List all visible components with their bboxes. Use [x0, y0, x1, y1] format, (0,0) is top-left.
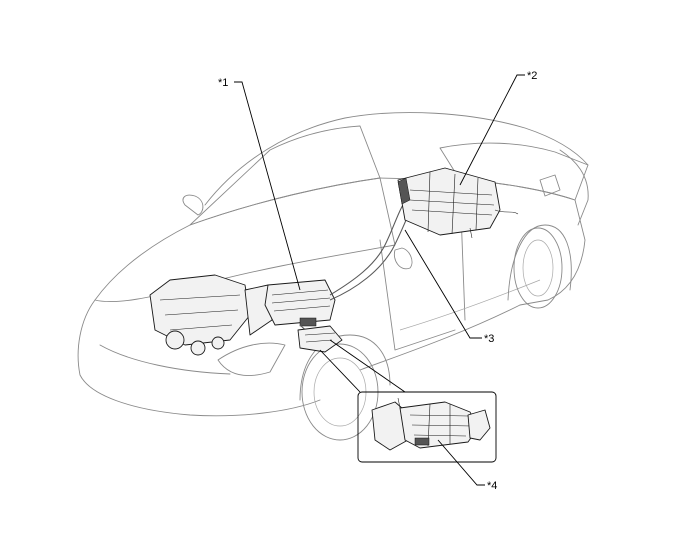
- hood-outline: [94, 177, 396, 303]
- engine-detail-1: [159, 294, 241, 331]
- inset-frame: [357, 391, 497, 463]
- headlight-outline: [217, 342, 286, 377]
- front-fascia: [77, 299, 321, 417]
- leader-line-3: [404, 229, 482, 339]
- roof-line: [204, 112, 589, 206]
- door-line-front: [379, 239, 456, 351]
- transmission-dipstick: [397, 397, 401, 409]
- leader-line-4: [437, 439, 485, 486]
- engine-assembly: [149, 274, 273, 356]
- transmission-connector: [414, 437, 430, 446]
- car-body-outline: [77, 112, 589, 441]
- callout-label-4: *4: [487, 480, 497, 492]
- leader-line-1: [234, 81, 301, 291]
- component-1-inverter: [264, 279, 336, 327]
- rear-wheel-inner: [522, 239, 554, 297]
- engine-pulley-2: [190, 340, 206, 356]
- transmission-inset: [357, 391, 497, 463]
- callout-label-3: *3: [484, 333, 494, 345]
- tail-light: [539, 174, 561, 197]
- battery-wires: [469, 209, 519, 239]
- callout-labels: *1 *2 *3 *4: [218, 70, 537, 492]
- connector-line-bottom: [319, 349, 361, 393]
- side-character-line: [399, 279, 541, 331]
- inset-connector-lines: [319, 339, 406, 393]
- right-mirror: [393, 247, 413, 270]
- connector-line-top: [329, 339, 406, 393]
- trunk-lid-outline: [559, 149, 589, 226]
- battery-ribs: [409, 171, 495, 235]
- transmission-detail-small: [304, 332, 336, 343]
- rear-wheel: [513, 227, 563, 309]
- left-mirror: [182, 194, 204, 216]
- component-2-hv-battery: [397, 167, 519, 239]
- inverter-fins: [271, 289, 331, 312]
- transmission-case-detail: [409, 403, 473, 447]
- engine-pulley-1: [165, 330, 185, 350]
- battery-bracket-left: [397, 177, 411, 205]
- rear-wheel-arch: [507, 224, 572, 301]
- engine-pulley-3: [211, 336, 225, 350]
- transmission-tail: [467, 409, 491, 441]
- side-sill: [359, 304, 521, 371]
- inverter-body: [264, 279, 336, 326]
- front-lower-grille: [99, 344, 231, 375]
- windshield-outline: [189, 125, 381, 226]
- transmission-body-small: [297, 325, 343, 353]
- leader-line-2: [459, 74, 525, 186]
- leader-lines: [234, 74, 525, 486]
- callout-label-1: *1: [218, 77, 228, 89]
- battery-body: [397, 167, 501, 236]
- transmission-in-car: [297, 325, 343, 353]
- front-wheel-arch: [299, 334, 391, 401]
- inverter-connector: [299, 317, 317, 327]
- callout-label-2: *2: [527, 70, 537, 82]
- hv-cable-1: [329, 194, 411, 296]
